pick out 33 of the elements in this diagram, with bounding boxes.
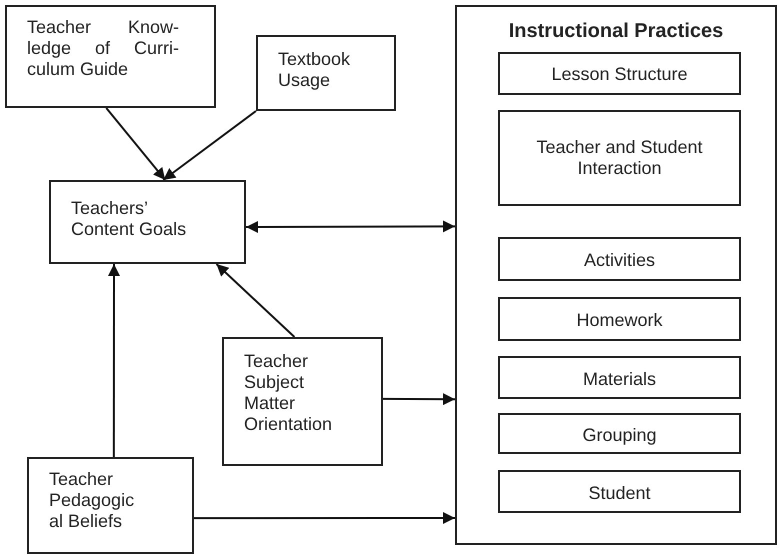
box-label: Student bbox=[587, 483, 652, 504]
concept-box bbox=[498, 237, 741, 281]
concept-box bbox=[498, 297, 741, 341]
arrow bbox=[106, 107, 166, 181]
box-label: Teacher Know- ledge of Curri- culum Guide bbox=[27, 17, 179, 80]
concept-box bbox=[498, 356, 741, 399]
concept-box bbox=[498, 52, 741, 95]
box-label: Teachers’ Content Goals bbox=[71, 198, 188, 240]
arrow bbox=[246, 220, 455, 233]
arrow bbox=[383, 393, 455, 406]
box-label: Materials bbox=[582, 369, 658, 390]
arrow bbox=[216, 263, 296, 338]
box-label: Activities bbox=[582, 250, 656, 271]
concept-box bbox=[222, 337, 383, 466]
concept-box bbox=[256, 35, 396, 111]
group-heading: Instructional Practices bbox=[508, 21, 724, 42]
arrow bbox=[194, 512, 455, 524]
box-label: Grouping bbox=[581, 425, 658, 446]
box-label: Teacher and Student Interaction bbox=[535, 137, 704, 179]
box-label: Teacher Subject Matter Orientation bbox=[244, 351, 334, 435]
arrow bbox=[162, 110, 257, 181]
concept-box bbox=[49, 180, 246, 264]
concept-box bbox=[27, 457, 194, 554]
concept-box bbox=[498, 413, 741, 454]
box-label: Teacher Pedagogic al Beliefs bbox=[49, 469, 136, 532]
box-label: Lesson Structure bbox=[550, 64, 689, 85]
group-box bbox=[455, 5, 777, 545]
box-label: Homework bbox=[575, 310, 664, 331]
arrow bbox=[108, 264, 120, 457]
concept-box bbox=[5, 5, 216, 108]
concept-box bbox=[498, 470, 741, 513]
concept-box bbox=[498, 110, 741, 206]
box-label: Textbook Usage bbox=[278, 49, 352, 91]
